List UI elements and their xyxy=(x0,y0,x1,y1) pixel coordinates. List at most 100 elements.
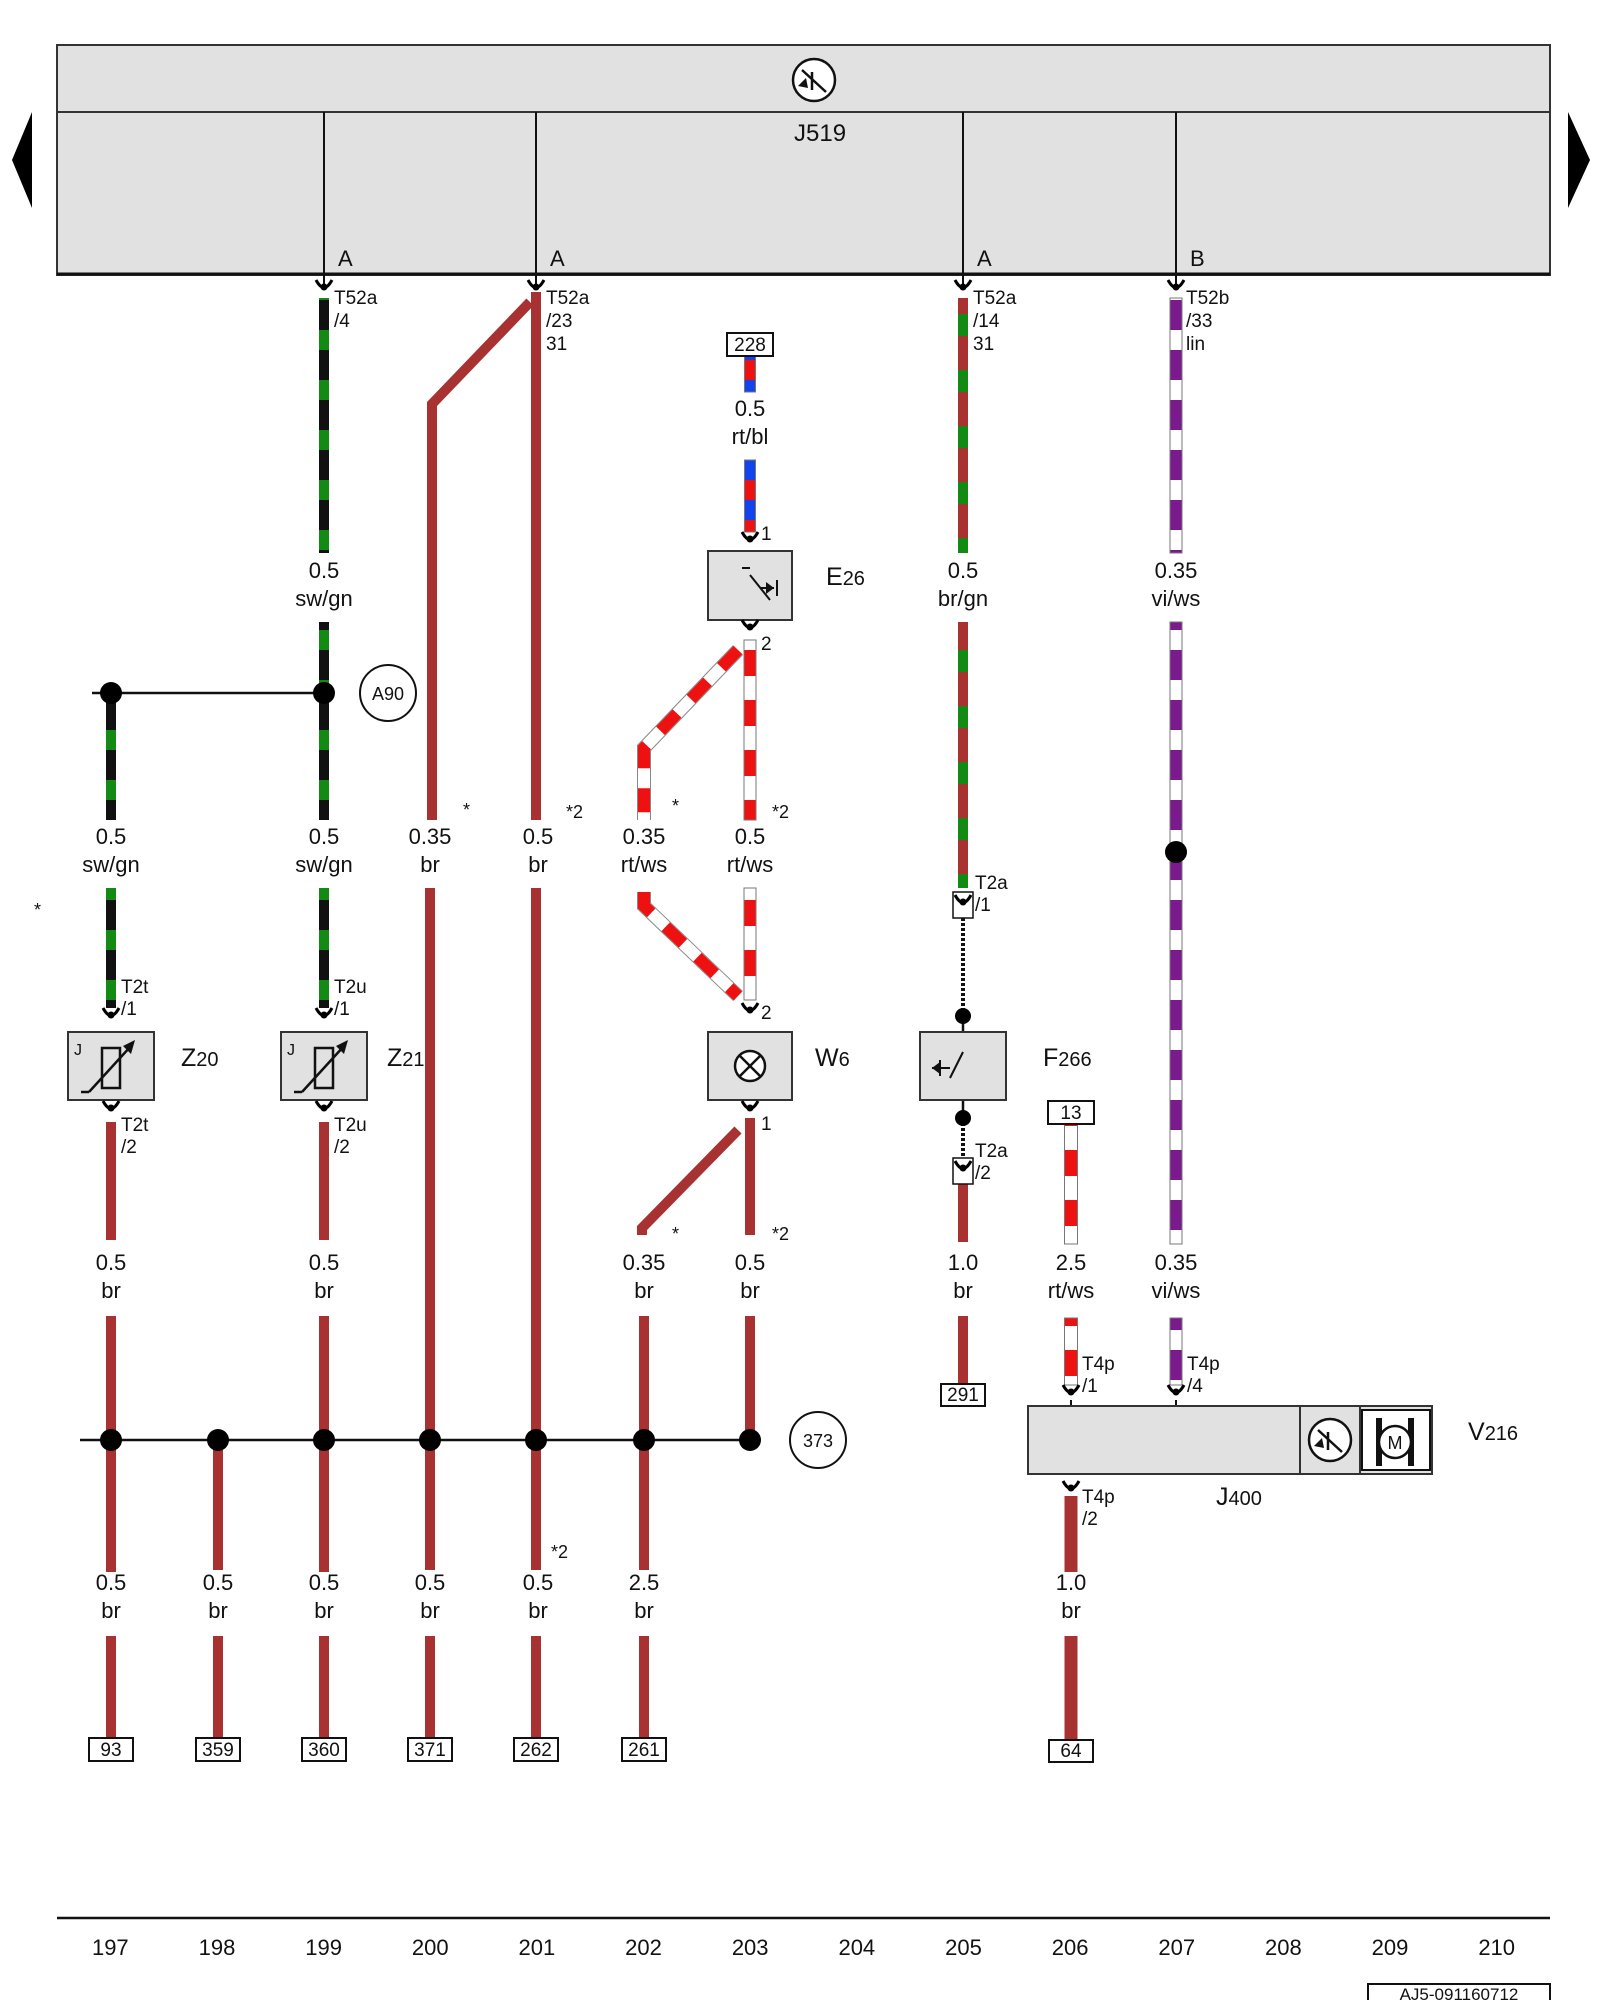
pin-dot xyxy=(746,1104,754,1112)
connector-pin-icon xyxy=(953,279,973,291)
footnote-mark: * xyxy=(463,800,470,820)
track-number-206: 206 xyxy=(1052,1935,1089,1960)
wire-segment xyxy=(639,1636,649,1739)
footnote-mark: *2 xyxy=(772,802,789,822)
wire-color-label: br xyxy=(314,1278,334,1303)
wire-color-label: rt/bl xyxy=(732,424,769,449)
switch-line xyxy=(949,1051,964,1079)
connector-label: T52a xyxy=(334,288,378,309)
prev-page-arrow-icon[interactable] xyxy=(12,112,32,208)
component-pin-icon xyxy=(314,1100,334,1112)
next-page-arrow-icon[interactable] xyxy=(1568,112,1590,208)
pin-label: 1 xyxy=(761,524,772,545)
junction-dot xyxy=(100,1429,122,1451)
wire-segment xyxy=(319,1122,329,1240)
ref-261: 261 xyxy=(628,1740,660,1761)
wire-color-label: vi/ws xyxy=(1152,1278,1201,1303)
junction-dot xyxy=(955,1008,971,1024)
wire-segment xyxy=(106,693,116,820)
motor-icon xyxy=(1376,1418,1414,1466)
wire-diagonal xyxy=(638,892,743,1001)
wire-segment xyxy=(319,1636,329,1739)
footnote-mark: *2 xyxy=(566,802,583,822)
motor-label: M xyxy=(1388,1433,1403,1453)
ref-64: 64 xyxy=(1060,1741,1082,1762)
pin-dot xyxy=(107,1104,115,1112)
wire-size-label: 0.5 xyxy=(523,824,554,849)
pin-dot xyxy=(320,1104,328,1112)
wire-color-label: rt/ws xyxy=(727,852,773,877)
ref-261-box xyxy=(621,1737,667,1762)
v216-label: V216 xyxy=(1468,1418,1518,1446)
pin-dot xyxy=(959,898,967,906)
z21-label: Z21 xyxy=(387,1044,425,1072)
j519-module-label: J519 xyxy=(794,120,846,147)
wire-segment xyxy=(106,888,116,1008)
arrow-head xyxy=(336,1040,348,1054)
connector-label: /4 xyxy=(334,311,350,332)
arrow-head xyxy=(1314,1438,1324,1448)
wire-color-label: rt/ws xyxy=(1048,1278,1094,1303)
wire-segment xyxy=(744,355,756,393)
pin-dot xyxy=(746,623,754,631)
thermistor-j-label: J xyxy=(74,1042,82,1059)
wire-color-label: sw/gn xyxy=(295,586,352,611)
f266-label: F266 xyxy=(1043,1044,1092,1072)
ref-360: 360 xyxy=(308,1740,340,1761)
wire-segment xyxy=(1064,1496,1078,1572)
wire-size-label: 0.35 xyxy=(1155,1250,1198,1275)
arrow-head xyxy=(123,1040,135,1054)
pin-label: 1 xyxy=(761,1114,772,1135)
footnote-mark: *2 xyxy=(551,1542,568,1562)
gateway-line xyxy=(1317,1429,1343,1453)
connector-label: 31 xyxy=(546,334,567,355)
wire-segment xyxy=(319,622,329,820)
j519-module: J519 xyxy=(56,44,1551,276)
pin-label: /1 xyxy=(121,999,137,1020)
wire-segment xyxy=(425,1636,435,1739)
pin-dot xyxy=(959,283,967,291)
gateway-icon xyxy=(1307,1417,1353,1463)
track-number-208: 208 xyxy=(1265,1935,1302,1960)
wire-segment xyxy=(213,1440,223,1570)
component-pin-icon xyxy=(740,619,760,631)
footer-id-box xyxy=(1367,1983,1551,2000)
wire-size-label: 0.35 xyxy=(623,824,666,849)
wire-color-label: br xyxy=(101,1278,121,1303)
wire-color-label: br xyxy=(420,852,440,877)
wire-size-label: 1.0 xyxy=(1056,1570,1087,1595)
wire-color-label: br/gn xyxy=(938,586,988,611)
wire-size-label: 0.35 xyxy=(409,824,452,849)
ref-64-box xyxy=(1048,1739,1094,1763)
pin-label: T2a xyxy=(975,1141,1008,1162)
track-number-199: 199 xyxy=(305,1935,342,1960)
wire-size-label: 2.5 xyxy=(629,1570,660,1595)
motor-circle xyxy=(1377,1424,1413,1460)
wire-segment xyxy=(425,888,435,1570)
wire-segment xyxy=(1169,621,1183,1245)
pin-label: T4p xyxy=(1082,1487,1115,1508)
z20-label: Z20 xyxy=(181,1044,219,1072)
resistor-slash xyxy=(88,1045,132,1093)
resistor-slash xyxy=(301,1045,345,1093)
connector-label: T52b xyxy=(1186,288,1229,309)
pin-label: /2 xyxy=(1082,1509,1098,1530)
track-number-197: 197 xyxy=(92,1935,129,1960)
labels-layer: AT52a/4AT52a/2331AT52a/1431BT52b/33lin0.… xyxy=(34,246,1551,2000)
f266-switch-box xyxy=(919,1031,1007,1101)
connector-bank-label: A xyxy=(977,246,992,271)
connector-label: /33 xyxy=(1186,311,1212,332)
connector-label: T52a xyxy=(546,288,590,309)
e26-switch-box xyxy=(707,550,793,621)
track-number-201: 201 xyxy=(519,1935,556,1960)
arrow-head xyxy=(932,1062,940,1074)
wire-segment xyxy=(1169,297,1183,554)
connector-bank-label: B xyxy=(1190,246,1205,271)
junction-dot xyxy=(207,1429,229,1451)
pin-label: /2 xyxy=(334,1137,350,1158)
wire-segment xyxy=(1064,1636,1078,1740)
wire-segment xyxy=(639,1440,649,1570)
wire-segment xyxy=(531,292,541,820)
wire-color-label: br xyxy=(634,1278,654,1303)
